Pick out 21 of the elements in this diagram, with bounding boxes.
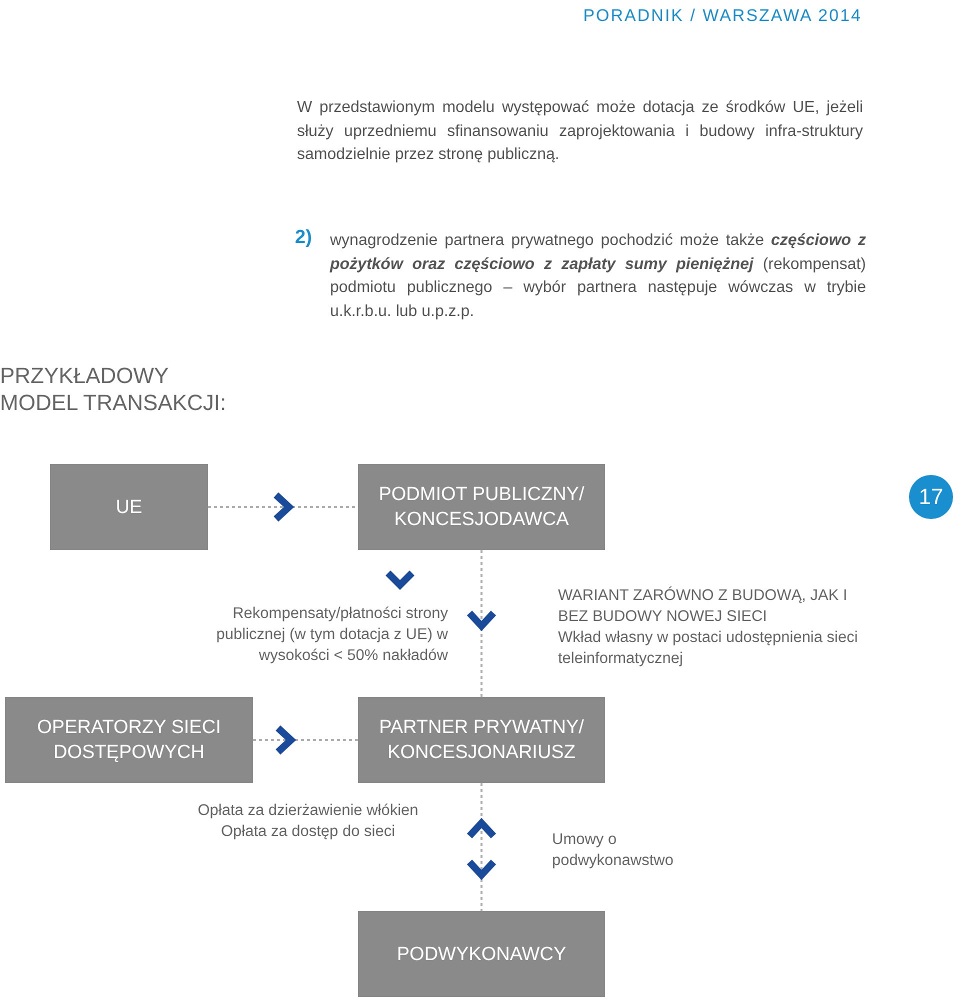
diagram-title: PRZYKŁADOWY MODEL TRANSAKCJI: <box>0 362 228 416</box>
page-number: 17 <box>909 475 953 519</box>
arrow <box>253 724 358 756</box>
paragraph: wynagrodzenie partnera prywatnego pochodzić może także częściowo z pożytków oraz częściowo z zapłaty sumy pieniężnej (rekompensat) podmiotu publicznego – wybór partnera następuje wówczas w trybie u.k.r.b.u. lub u.p.z.p. <box>330 231 866 322</box>
arrow <box>466 550 497 697</box>
process-box: OPERATORZY SIECI DOSTĘPOWYCH <box>5 697 253 783</box>
flow-note: Umowy o podwykonawstwo <box>552 830 674 871</box>
process-box: UE <box>50 464 208 550</box>
process-box: PARTNER PRYWATNY/ KONCESJONARIUSZ <box>358 697 605 783</box>
process-box: PODWYKONAWCY <box>358 911 605 997</box>
flow-note: Opłata za dostęp do sieci <box>220 822 396 842</box>
paragraph: W przedstawionym modelu występować może dotacja ze środków UE, jeżeli służy uprzedniemu sfinansowaniu zaprojektowania i budowy infra-struktury samodzielnie przez stronę publiczną. <box>297 98 863 165</box>
flow-note-heading: WARIANT ZARÓWNO Z BUDOWĄ, JAK I BEZ BUDOWY NOWEJ SIECI <box>558 586 848 627</box>
page-header: PORADNIK / WARSZAWA 2014 <box>583 6 862 26</box>
arrow <box>208 492 358 522</box>
list-number: 2) <box>295 227 312 249</box>
arrow <box>466 783 497 911</box>
flow-note: Wkład własny w postaci udostępnienia sieci teleinformatycznej <box>558 628 859 669</box>
flow-note: Rekompensaty/płatności strony publicznej (w tym dotacja z UE) w wysokości < 50% nakładów <box>215 604 448 666</box>
process-box: PODMIOT PUBLICZNY/ KONCESJODAWCA <box>358 464 605 550</box>
flow-note: Opłata za dzierżawienie włókien <box>196 801 420 821</box>
